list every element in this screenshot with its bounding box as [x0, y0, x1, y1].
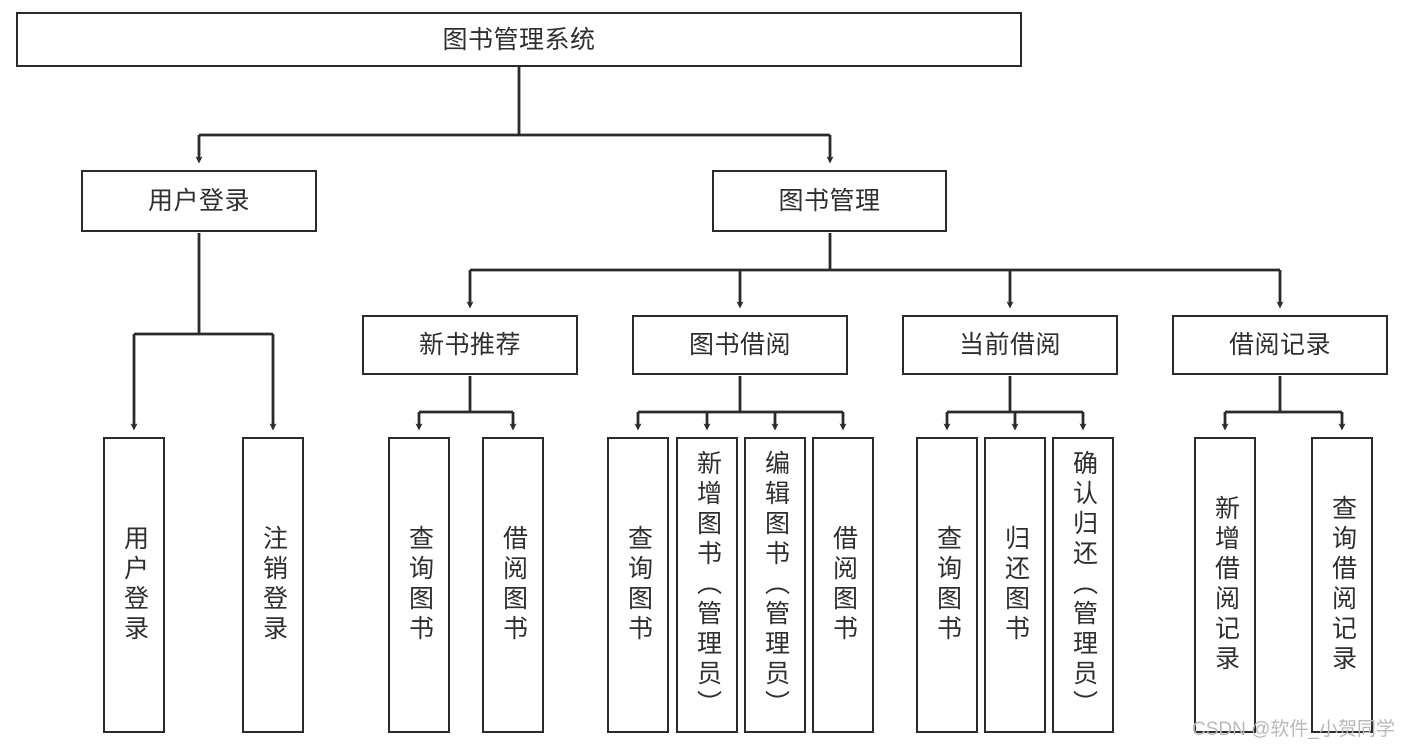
node-label: 当前借阅 — [958, 331, 1061, 359]
leaf-edit-book-admin[interactable]: 编辑图书（管理员） — [744, 437, 806, 733]
node-label: 图书管理 — [778, 187, 881, 215]
leaf-logout[interactable]: 注销登录 — [242, 437, 304, 733]
node-label: 查询图书 — [624, 525, 653, 645]
node-label: 图书管理系统 — [442, 25, 596, 54]
leaf-user-login[interactable]: 用户登录 — [103, 437, 165, 733]
leaf-borrow-book[interactable]: 借阅图书 — [812, 437, 874, 733]
node-label: 图书借阅 — [688, 331, 791, 359]
leaf-query-borrow-record[interactable]: 查询借阅记录 — [1311, 437, 1373, 733]
node-label: 查询图书 — [933, 525, 962, 645]
node-label: 借阅记录 — [1228, 331, 1331, 359]
leaf-query-book-current[interactable]: 查询图书 — [916, 437, 978, 733]
node-book-borrow[interactable]: 图书借阅 — [632, 315, 848, 375]
leaf-borrow-book-rec[interactable]: 借阅图书 — [482, 437, 544, 733]
leaf-add-book-admin[interactable]: 新增图书（管理员） — [676, 437, 738, 733]
leaf-query-book-borrow[interactable]: 查询图书 — [607, 437, 669, 733]
leaf-confirm-return-admin[interactable]: 确认归还（管理员） — [1052, 437, 1114, 733]
node-label: 借阅图书 — [499, 525, 528, 645]
node-new-book-recommend[interactable]: 新书推荐 — [362, 315, 578, 375]
node-label: 新增借阅记录 — [1211, 495, 1240, 675]
node-borrow-record[interactable]: 借阅记录 — [1172, 315, 1388, 375]
node-current-borrow[interactable]: 当前借阅 — [902, 315, 1118, 375]
node-label: 归还图书 — [1001, 525, 1030, 645]
csdn-watermark: CSDN @软件_小贺同学 — [1192, 719, 1395, 740]
node-label: 用户登录 — [120, 525, 149, 645]
leaf-query-book-rec[interactable]: 查询图书 — [388, 437, 450, 733]
node-label: 查询图书 — [405, 525, 434, 645]
node-user-login[interactable]: 用户登录 — [81, 170, 317, 232]
node-label: 注销登录 — [259, 525, 288, 645]
leaf-add-borrow-record[interactable]: 新增借阅记录 — [1194, 437, 1256, 733]
node-label: 编辑图书（管理员） — [761, 450, 790, 720]
leaf-return-book[interactable]: 归还图书 — [984, 437, 1046, 733]
node-label: 查询借阅记录 — [1328, 495, 1357, 675]
node-root-system[interactable]: 图书管理系统 — [16, 12, 1022, 67]
node-label: 新书推荐 — [418, 331, 521, 359]
node-label: 新增图书（管理员） — [693, 450, 722, 720]
node-book-management[interactable]: 图书管理 — [712, 170, 947, 232]
node-label: 用户登录 — [147, 187, 250, 215]
node-label: 借阅图书 — [829, 525, 858, 645]
node-label: 确认归还（管理员） — [1069, 450, 1098, 720]
